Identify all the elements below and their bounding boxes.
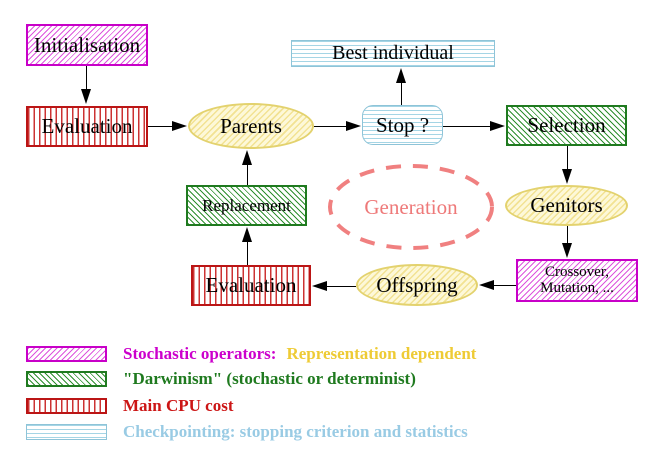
node-genitors-label: Genitors [530,193,603,218]
arrow-head-left-icon [312,281,327,291]
node-best-individual: Best individual [291,40,495,67]
arrow-head-down-icon [81,89,91,104]
node-replacement-label: Replacement [202,195,291,215]
node-stop: Stop ? [362,105,443,145]
legend-row-darwinism: "Darwinism" (stochastic or determinist) [26,369,416,388]
node-crossover-label: Crossover, [545,263,609,280]
node-mutation-label: Mutation, ... [540,279,614,296]
arrow-head-up-icon [242,150,252,165]
node-crossover-mutation: Crossover, Mutation, ... [516,259,638,302]
legend-row-stochastic: Stochastic operators: Representation dep… [26,344,477,363]
arrow-head-up-icon [242,227,252,242]
legend-swatch-magenta-hatch [26,346,107,362]
node-parents: Parents [188,103,314,149]
arrow-head-right-icon [490,121,505,131]
legend-swatch-cyan-stripes [26,424,107,440]
arrow-head-right-icon [346,121,361,131]
legend-swatch-red-stripes [26,398,107,414]
arrow-head-down-icon [562,243,572,258]
arrow-head-right-icon [172,121,187,131]
node-best-individual-label: Best individual [332,42,454,64]
legend-stochastic-label: Stochastic operators: [123,344,277,363]
node-stop-label: Stop ? [375,112,430,137]
node-evaluation-bottom-label: Evaluation [205,273,297,298]
legend-row-cpu: Main CPU cost [26,396,234,415]
node-generation-label: Generation [364,194,458,219]
legend-row-checkpointing: Checkpointing: stopping criterion and st… [26,422,468,441]
legend-swatch-green-hatch [26,371,107,387]
node-offspring-label: Offspring [376,272,458,297]
legend-darwinism-label: "Darwinism" (stochastic or determinist) [123,369,416,388]
node-genitors: Genitors [505,185,628,226]
arrow-head-up-icon [396,68,406,83]
node-evaluation-top: Evaluation [26,106,148,147]
legend-representation-label: Representation dependent [286,344,477,363]
arrow-head-down-icon [562,169,572,184]
node-initialisation: Initialisation [26,24,148,66]
generation-dashed-ellipse-icon [328,164,494,250]
legend-checkpointing-label: Checkpointing: stopping criterion and st… [123,422,468,441]
legend-cpu-label: Main CPU cost [123,396,234,415]
node-selection: Selection [506,105,627,146]
arrow-head-left-icon [479,280,494,290]
node-selection-label: Selection [527,113,606,138]
node-evaluation-bottom: Evaluation [191,265,311,306]
node-generation: Generation [326,162,496,252]
node-initialisation-label: Initialisation [33,32,141,57]
node-parents-label: Parents [220,113,282,138]
node-evaluation-top-label: Evaluation [41,114,133,139]
node-replacement: Replacement [186,185,307,226]
node-offspring: Offspring [356,264,478,306]
